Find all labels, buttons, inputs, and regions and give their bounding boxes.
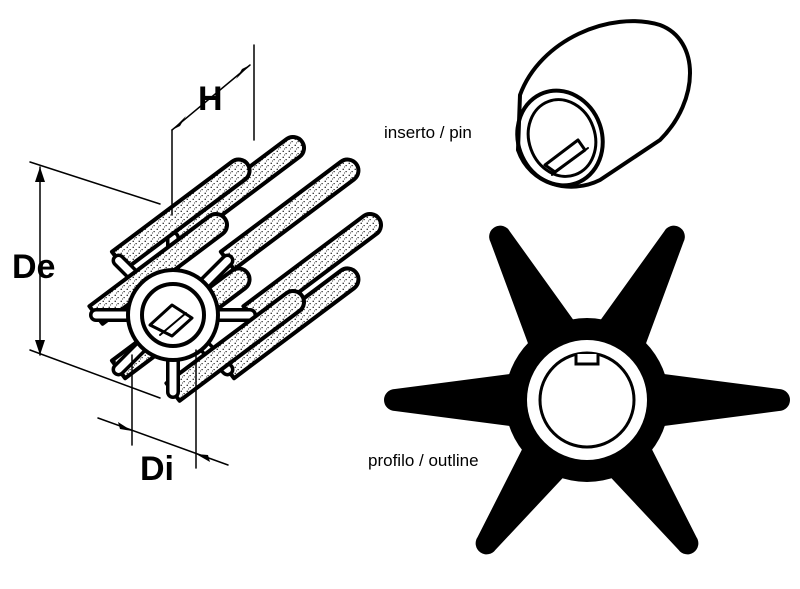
insert-sleeve-icon [515,19,692,189]
dimension-h-label: H [198,80,223,118]
dimension-di-label: Di [140,450,174,488]
dimension-lines [29,44,255,469]
impeller-vane-body [241,212,383,326]
impeller-vane-body [164,135,306,249]
impeller-vane-body [218,157,361,272]
impeller-vane-face [199,257,231,289]
impeller-vane-face [115,341,147,373]
impeller-vane-body [87,212,229,326]
profile-bore [538,351,636,449]
dimension-de-label: De [12,248,55,286]
profile-caption: profilo / outline [368,451,479,470]
insert-caption: inserto / pin [384,123,472,142]
impeller-profile-icon [384,225,790,555]
impeller-3d-icon [87,135,383,403]
impeller-vane-body [109,157,252,272]
impeller-vane-body [164,289,306,403]
impeller-vane-body [218,266,361,381]
profile-key-flat [574,354,600,366]
